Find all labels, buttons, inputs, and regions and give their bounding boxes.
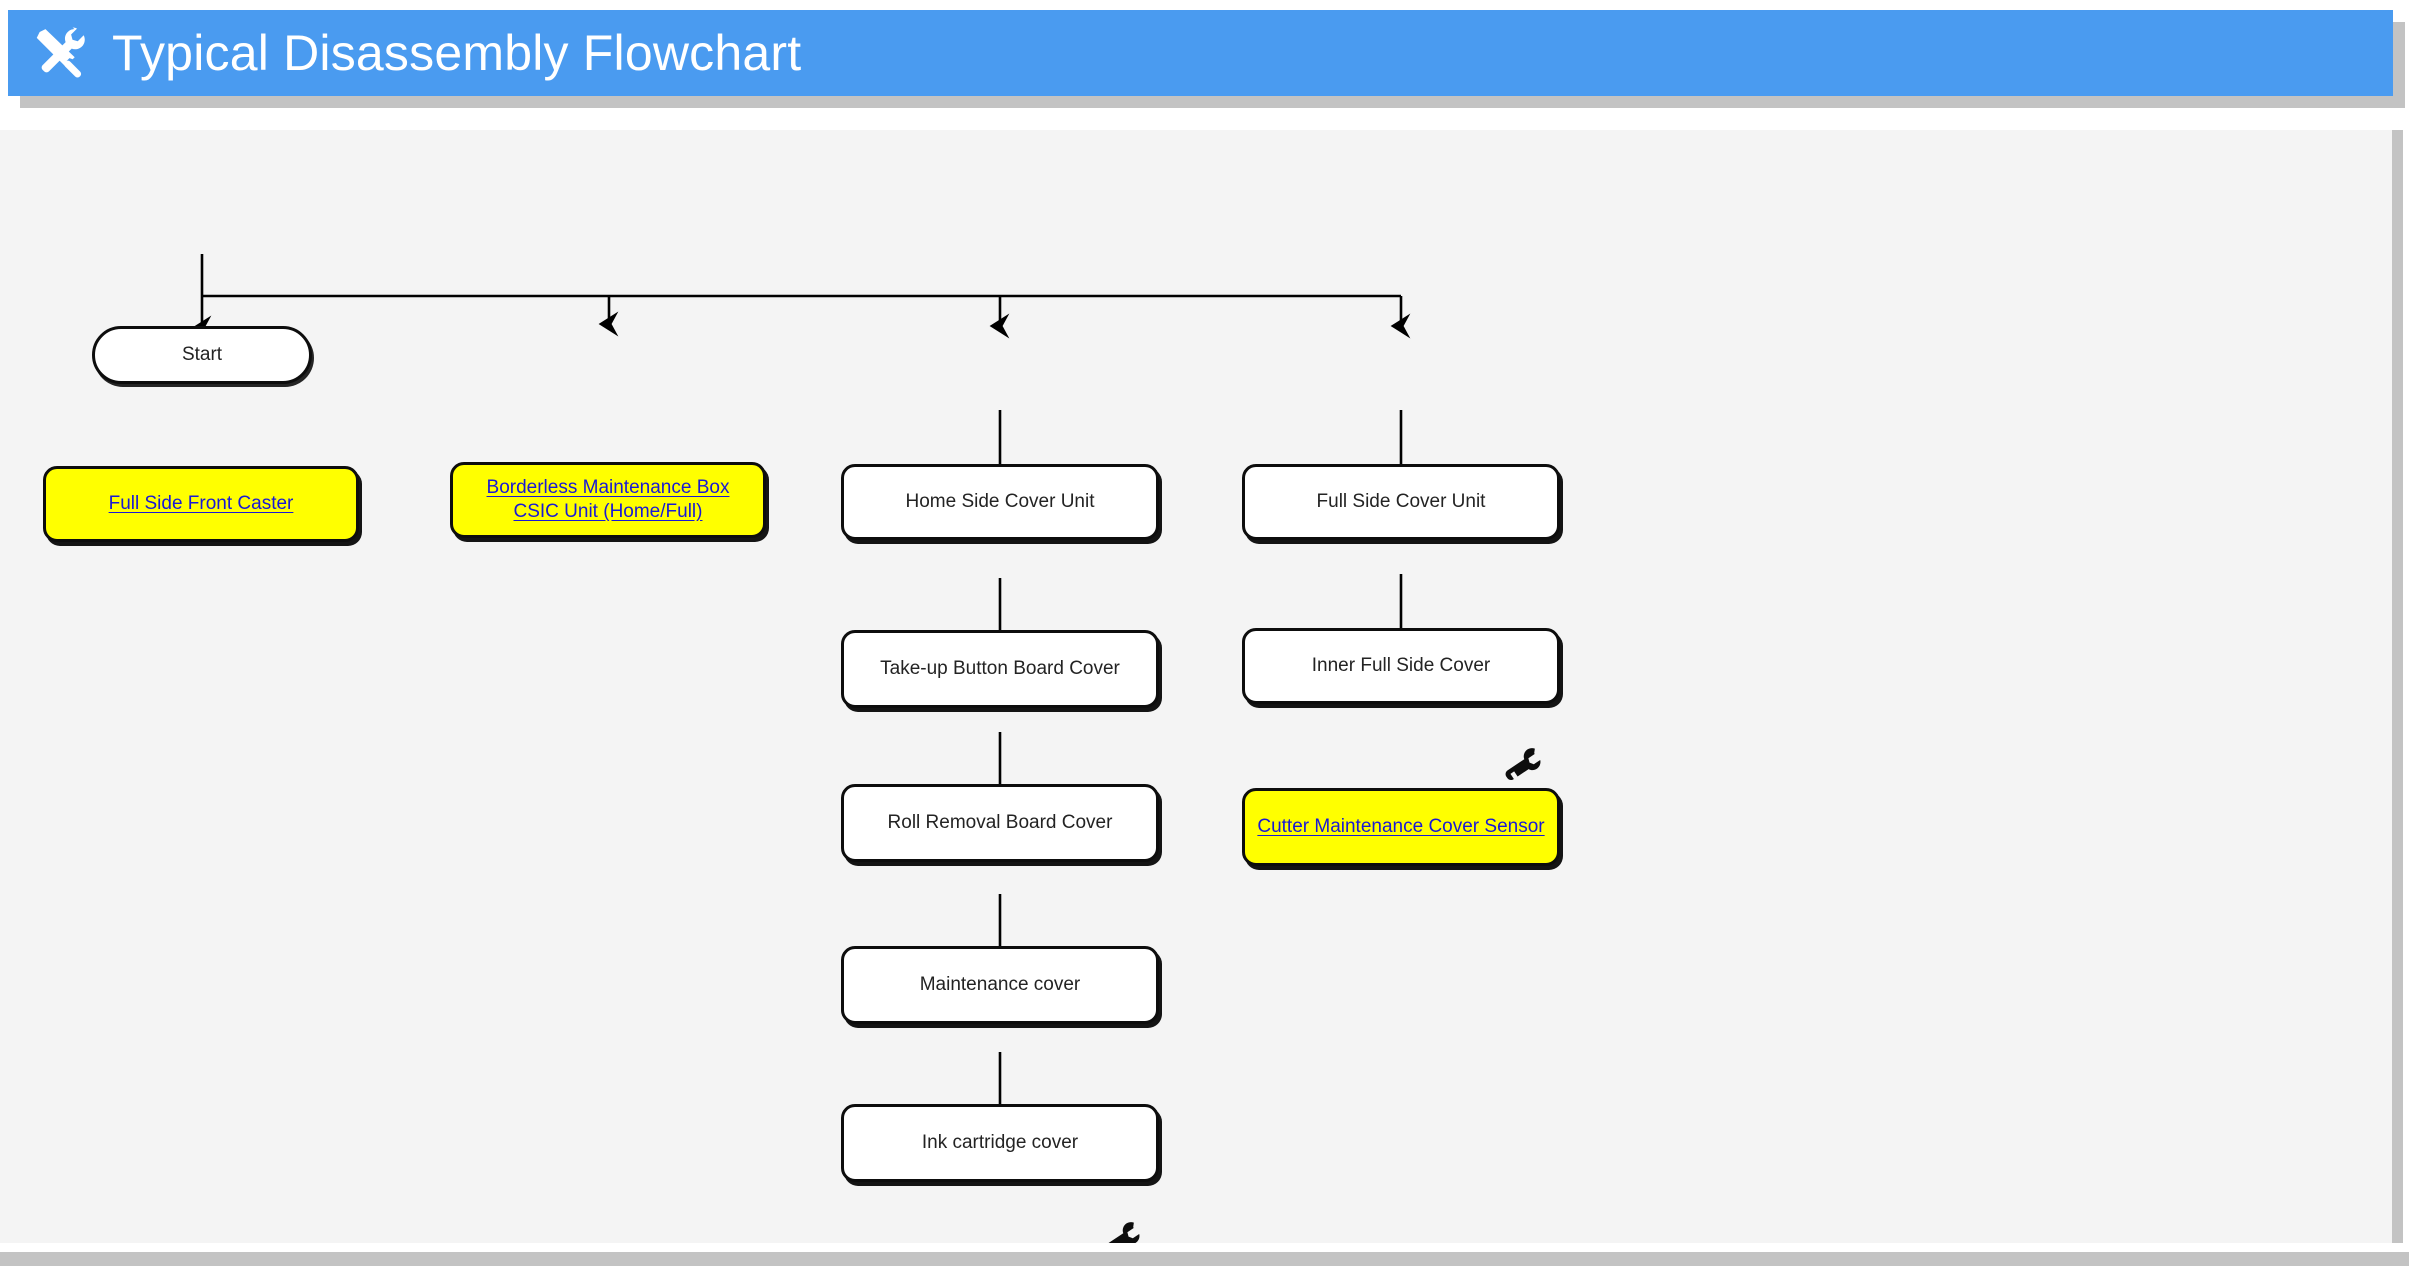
page-header: Typical Disassembly Flowchart [8,10,2393,96]
node-label: Maintenance cover [919,974,1081,996]
wrench-icon [1498,744,1542,788]
node-start: Start [92,326,312,384]
node-roll-removal-board-cover: Roll Removal Board Cover [841,784,1159,862]
flowchart-content-panel: Start Full Side Front Caster Borderless … [0,130,2392,1243]
wrench-icon [1097,1218,1141,1243]
node-inner-full-side-cover: Inner Full Side Cover [1242,628,1560,704]
node-label: Take-up Button Board Cover [880,658,1120,680]
node-maintenance-cover: Maintenance cover [841,946,1159,1024]
node-full-side-cover-unit: Full Side Cover Unit [1242,464,1560,540]
node-label: Ink cartridge cover [921,1132,1079,1154]
node-home-side-cover-unit: Home Side Cover Unit [841,464,1159,540]
node-link-label[interactable]: Borderless Maintenance Box CSIC Unit (Ho… [486,477,730,522]
bottom-scrollbar-band[interactable] [0,1252,2409,1266]
node-link-label[interactable]: Cutter Maintenance Cover Sensor [1257,816,1545,838]
node-label: Home Side Cover Unit [905,491,1095,513]
node-link-label[interactable]: Full Side Front Caster [108,493,294,515]
page-title: Typical Disassembly Flowchart [112,25,802,81]
node-ink-cartridge-cover: Ink cartridge cover [841,1104,1159,1182]
node-label: Inner Full Side Cover [1311,655,1491,677]
tools-wrench-screwdriver-icon [30,23,90,83]
node-label: Full Side Cover Unit [1316,491,1486,513]
node-take-up-button-board-cover: Take-up Button Board Cover [841,630,1159,708]
node-label: Start [181,344,223,366]
node-cutter-maintenance-cover-sensor[interactable]: Cutter Maintenance Cover Sensor [1242,788,1560,866]
node-borderless-maintenance-box-csic-unit[interactable]: Borderless Maintenance Box CSIC Unit (Ho… [450,462,766,538]
node-full-side-front-caster[interactable]: Full Side Front Caster [43,466,359,542]
flowchart-canvas: Start Full Side Front Caster Borderless … [0,130,2392,1243]
node-label: Roll Removal Board Cover [887,812,1113,834]
flowchart-connectors [191,254,1411,1135]
panel-bottom-spacer [0,1243,2392,1252]
